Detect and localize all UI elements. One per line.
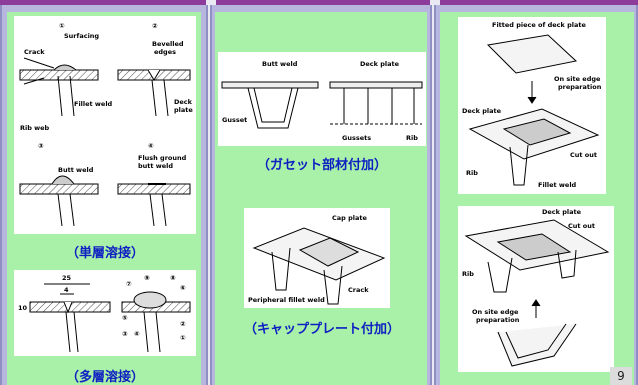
- label-cut-out: Cut out: [570, 151, 597, 159]
- label-cut-out: Cut out: [568, 222, 595, 230]
- label-edges: edges: [154, 48, 176, 56]
- label-n2: ②: [152, 22, 158, 30]
- circ-9: ⑨: [144, 274, 150, 282]
- circ-1: ①: [180, 334, 186, 342]
- label-gusset: Gusset: [222, 116, 247, 124]
- circ-3: ③: [122, 330, 128, 338]
- label-preparation: preparation: [476, 316, 520, 324]
- label-deck-plate: Deck plate: [360, 60, 400, 68]
- label-deck: Deck: [174, 98, 193, 106]
- label-butt-weld: Butt weld: [58, 166, 94, 174]
- label-n4: ④: [148, 142, 154, 150]
- label-fillet-weld: Fillet weld: [74, 100, 113, 108]
- circ-4: ④: [134, 330, 140, 338]
- header-bar-middle: [216, 0, 430, 5]
- circ-7: ⑦: [126, 280, 132, 288]
- label-peripheral-fillet-weld: Peripheral fillet weld: [248, 296, 325, 304]
- figure-single-layer-weld: ① ② Surfacing Crack Bevelled edges Fille…: [14, 16, 196, 234]
- label-bevelled: Bevelled: [152, 40, 184, 48]
- label-butt-weld-2: butt weld: [138, 162, 173, 170]
- caption-multi-layer-weld: （多層溶接）: [65, 370, 144, 385]
- dim-25: 25: [62, 274, 72, 282]
- page-number: 9: [610, 367, 632, 385]
- figure-cap-plate-addition: Cap plate Peripheral fillet weld Crack: [244, 208, 390, 308]
- label-rib-web: Rib web: [20, 124, 50, 132]
- label-deck-plate: Deck plate: [462, 107, 502, 115]
- label-rib: Rib: [406, 134, 418, 142]
- label-rib: Rib: [462, 270, 474, 278]
- label-butt-weld: Butt weld: [262, 60, 298, 68]
- caption-gusset-addition: （ガセット部材付加）: [256, 158, 387, 173]
- caption-cap-plate-addition: （キャッププレート付加）: [243, 322, 400, 337]
- circ-8: ⑧: [170, 274, 176, 282]
- label-n1: ①: [59, 22, 65, 30]
- label-flush-ground: Flush ground: [138, 154, 187, 162]
- figure-gusset-addition: Butt weld Deck plate Gusset Gussets Rib: [218, 52, 426, 146]
- label-rib: Rib: [466, 169, 478, 177]
- dim-10: 10: [18, 304, 28, 312]
- label-surfacing: Surfacing: [64, 32, 99, 40]
- figure-deck-cutout-edge: Deck plate Cut out Rib On site edge prep…: [458, 206, 614, 372]
- circ-5: ⑤: [122, 314, 128, 322]
- label-on-site-edge: On site edge: [472, 308, 519, 316]
- figure-fitted-deck-piece: Fitted piece of deck plate On site edge …: [458, 17, 606, 194]
- label-n3: ③: [38, 142, 44, 150]
- label-gussets: Gussets: [342, 134, 371, 142]
- label-crack: Crack: [348, 286, 369, 294]
- header-bar-right: [440, 0, 638, 5]
- label-plate: plate: [174, 106, 193, 114]
- circ-2: ②: [180, 320, 186, 328]
- figure-multi-layer-weld: 25 4 10 ⑦ ⑨ ⑧ ⑥ ⑤ ③ ④ ② ①: [14, 270, 196, 356]
- circ-6: ⑥: [180, 284, 186, 292]
- header-bar-left: [0, 0, 206, 5]
- caption-single-layer-weld: （単層溶接）: [65, 246, 144, 261]
- label-fillet-weld: Fillet weld: [538, 181, 577, 189]
- label-on-site-edge: On site edge: [554, 75, 601, 83]
- label-fitted-piece: Fitted piece of deck plate: [492, 21, 586, 29]
- label-crack: Crack: [24, 48, 45, 56]
- label-cap-plate: Cap plate: [332, 214, 367, 222]
- label-preparation: preparation: [558, 83, 602, 91]
- dim-4: 4: [64, 286, 69, 294]
- label-deck-plate: Deck plate: [542, 208, 582, 216]
